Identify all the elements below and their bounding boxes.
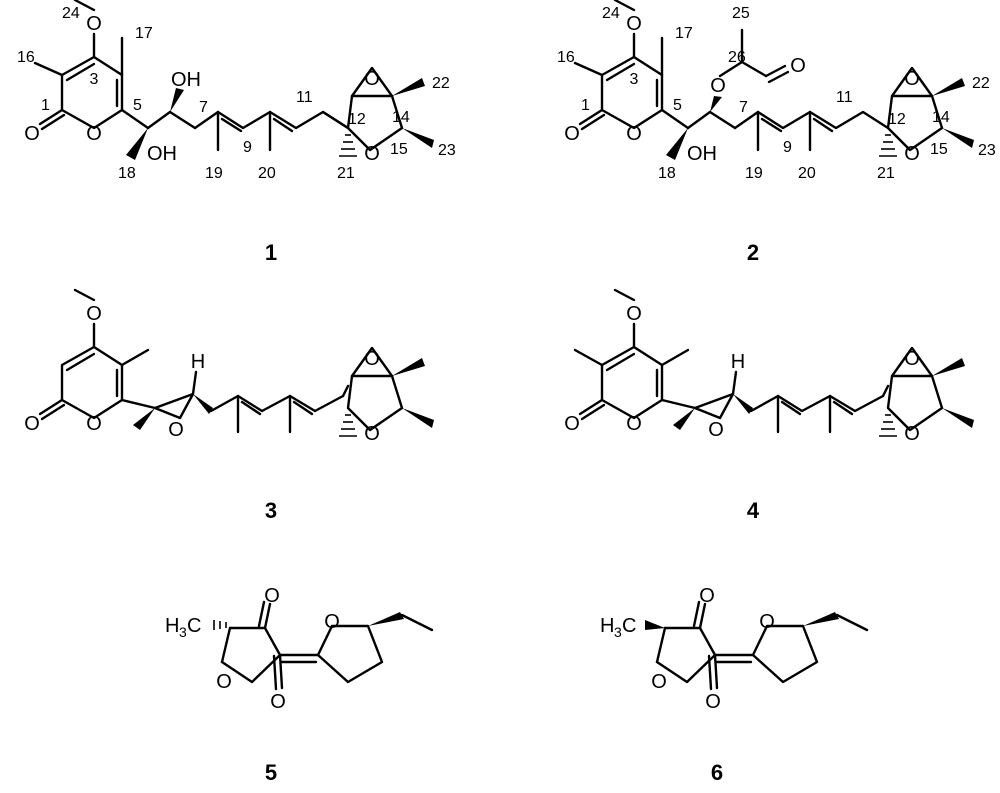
atom-o-ring: O xyxy=(626,123,642,145)
compound-6-label: 6 xyxy=(711,760,723,785)
atom-o-epoxide-side: O xyxy=(168,419,184,441)
atom-o-carbonyl: O xyxy=(564,123,580,145)
atom-o-lactone-co: O xyxy=(270,691,286,713)
label-5: 5 xyxy=(133,97,142,114)
atom-oh-c6: OH xyxy=(687,143,717,165)
atom-o-ring: O xyxy=(626,413,642,435)
atom-o-thf: O xyxy=(324,611,340,633)
label-19: 19 xyxy=(205,165,223,182)
label-18: 18 xyxy=(118,165,136,182)
label-26: 26 xyxy=(728,49,746,66)
compound-4-structure: O O O H O O O xyxy=(564,288,974,445)
label-23: 23 xyxy=(978,142,996,159)
compound-5-structure: H 3 C O O O O xyxy=(165,585,434,713)
atom-o-methoxy: O xyxy=(626,303,642,325)
compound-1-label: 1 xyxy=(265,240,277,265)
atom-h3c-h: H xyxy=(600,615,614,637)
compound-1-structure: O O O OH OH O O 24 17 16 3 1 5 7 18 19 9… xyxy=(17,0,456,182)
label-25: 25 xyxy=(732,5,750,22)
atom-o-epoxide: O xyxy=(904,348,920,370)
compound-5-label: 5 xyxy=(265,760,277,785)
atom-o-methoxy: O xyxy=(626,13,642,35)
label-17: 17 xyxy=(675,25,693,42)
label-16: 16 xyxy=(557,49,575,66)
label-16: 16 xyxy=(17,49,35,66)
atom-o-thf: O xyxy=(759,611,775,633)
label-9: 9 xyxy=(243,139,252,156)
atom-o-epoxide: O xyxy=(364,68,380,90)
atom-o-ring: O xyxy=(86,123,102,145)
label-11: 11 xyxy=(296,89,313,106)
atom-o-ring: O xyxy=(86,413,102,435)
atom-o-lactone-co: O xyxy=(705,691,721,713)
atom-h-c7: H xyxy=(191,351,205,373)
label-1: 1 xyxy=(41,97,50,114)
atom-h-c7: H xyxy=(731,351,745,373)
label-22: 22 xyxy=(972,75,990,92)
atom-h3c-c: C xyxy=(622,615,636,637)
label-20: 20 xyxy=(798,165,816,182)
label-14: 14 xyxy=(932,109,950,126)
atom-o-ketone: O xyxy=(699,585,715,607)
atom-h3c-sub: 3 xyxy=(179,624,187,640)
compound-3-label: 3 xyxy=(265,498,277,523)
label-12: 12 xyxy=(348,111,366,128)
atom-o-ketone: O xyxy=(264,585,280,607)
atom-o-thf: O xyxy=(364,143,380,165)
atom-o-epoxide: O xyxy=(364,348,380,370)
label-14: 14 xyxy=(392,109,410,126)
label-22: 22 xyxy=(432,75,450,92)
atom-o-methoxy: O xyxy=(86,303,102,325)
atom-o-thf: O xyxy=(904,143,920,165)
compound-4-label: 4 xyxy=(747,498,760,523)
atom-o-lactone-ring: O xyxy=(651,671,667,693)
label-3: 3 xyxy=(630,71,639,88)
atom-o-ester: O xyxy=(710,75,726,97)
label-24: 24 xyxy=(602,5,620,22)
label-23: 23 xyxy=(438,142,456,159)
label-7: 7 xyxy=(739,99,748,116)
compound-2-label: 2 xyxy=(747,240,759,265)
compound-2-structure: O O O O O OH O O 24 17 16 3 1 5 7 25 26 … xyxy=(557,0,996,182)
label-1: 1 xyxy=(581,97,590,114)
label-18: 18 xyxy=(658,165,676,182)
label-20: 20 xyxy=(258,165,276,182)
label-15: 15 xyxy=(390,141,408,158)
atom-h3c-h: H xyxy=(165,615,179,637)
label-11: 11 xyxy=(836,89,853,106)
atom-o-epoxide: O xyxy=(904,68,920,90)
label-3: 3 xyxy=(90,71,99,88)
label-17: 17 xyxy=(135,25,153,42)
atom-o-thf: O xyxy=(904,423,920,445)
label-7: 7 xyxy=(199,99,208,116)
atom-o-thf: O xyxy=(364,423,380,445)
atom-oh-c6: OH xyxy=(147,143,177,165)
atom-o-carbonyl: O xyxy=(564,413,580,435)
label-24: 24 xyxy=(62,5,80,22)
label-21: 21 xyxy=(877,165,895,182)
atom-o-methoxy: O xyxy=(86,13,102,35)
label-15: 15 xyxy=(930,141,948,158)
atom-h3c-sub: 3 xyxy=(614,624,622,640)
label-19: 19 xyxy=(745,165,763,182)
atom-o-carbonyl: O xyxy=(24,413,40,435)
compound-3-structure: O O O H O O O xyxy=(24,288,434,445)
atom-o-lactone-ring: O xyxy=(216,671,232,693)
atom-h3c-c: C xyxy=(187,615,201,637)
label-9: 9 xyxy=(783,139,792,156)
atom-o-carbonyl: O xyxy=(24,123,40,145)
label-21: 21 xyxy=(337,165,355,182)
atom-o-epoxide-side: O xyxy=(708,419,724,441)
atom-o-acetyl: O xyxy=(790,55,806,77)
label-12: 12 xyxy=(888,111,906,128)
label-5: 5 xyxy=(673,97,682,114)
atom-oh-c7: OH xyxy=(171,69,201,91)
compound-6-structure: H 3 C O O O O xyxy=(600,585,869,713)
